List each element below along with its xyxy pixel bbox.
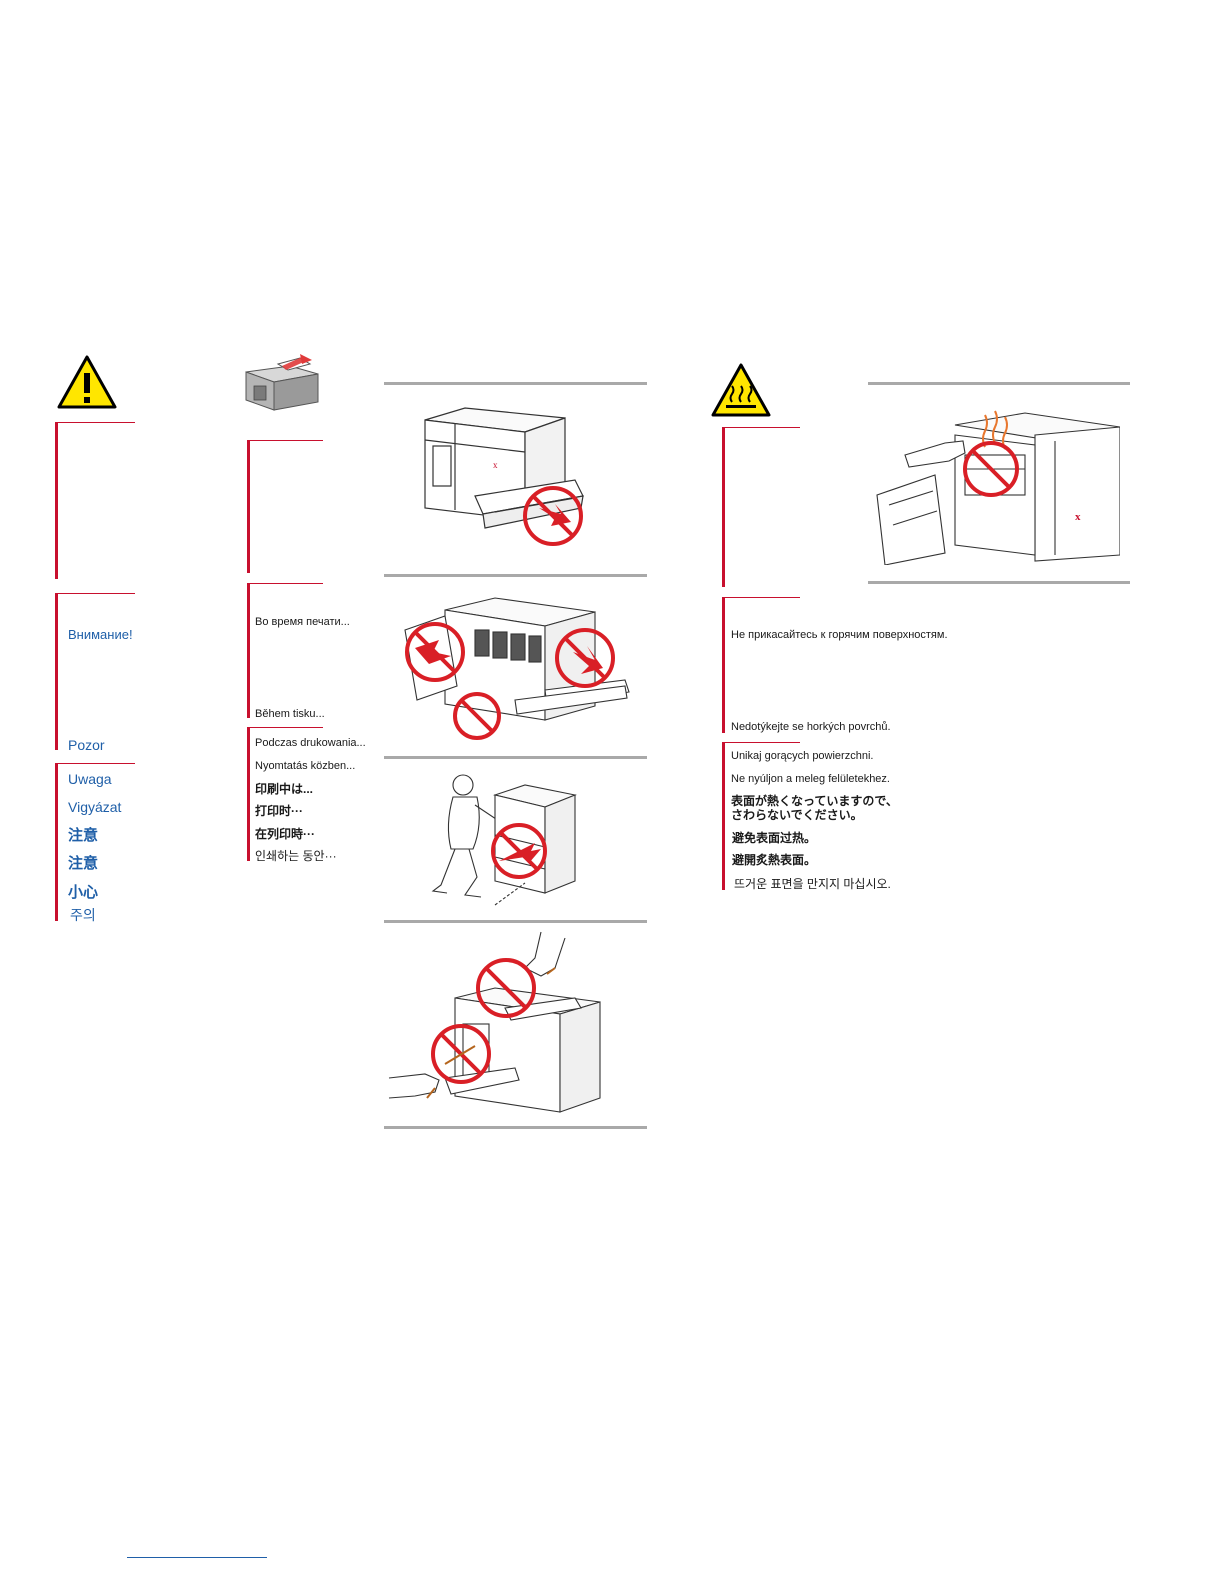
- hot-rule-3-top: [722, 742, 800, 743]
- hot-text-cs: Nedotýkejte se horkých povrchů.: [731, 721, 891, 733]
- hot-rule-2: [722, 597, 725, 733]
- hot-rule-3: [722, 742, 725, 890]
- illus-rule-3: [384, 756, 647, 759]
- caution-rule-2: [55, 593, 58, 750]
- hot-illus-rule-bottom: [868, 581, 1130, 584]
- caution-rule-1: [55, 422, 58, 579]
- illus-rule-5: [384, 1126, 647, 1129]
- caution-rule-3: [55, 763, 58, 921]
- caution-label-zh-cn: 注意: [68, 855, 99, 872]
- caution-rule-1-top: [55, 422, 135, 423]
- no-move-printer-illustration: [425, 765, 595, 915]
- illus-rule-2: [384, 574, 647, 577]
- printing-text-ru: Во время печати...: [255, 616, 350, 628]
- printing-text-ko: 인쇄하는 동안···: [255, 849, 337, 863]
- caution-label-ru: Внимание!: [68, 627, 133, 642]
- hot-rule-1: [722, 427, 725, 587]
- svg-text:x: x: [1075, 511, 1081, 523]
- no-touch-fuser-illustration: x: [875, 405, 1121, 566]
- printing-text-cs: Během tisku...: [255, 708, 325, 720]
- printing-text-hu: Nyomtatás közben...: [255, 760, 356, 772]
- caution-label-ja: 注意: [68, 827, 99, 844]
- hot-rule-2-top: [722, 597, 800, 598]
- footer-link-underline: [127, 1557, 267, 1558]
- hot-text-ja-line1: 表面が熱くなっていますので、: [731, 794, 898, 808]
- no-touch-paper-path-illustration: [385, 928, 605, 1118]
- printing-rule-1-top: [247, 440, 323, 441]
- no-open-covers-illustration: [395, 590, 635, 745]
- hot-text-ru: Не прикасайтесь к горячим поверхностям.: [731, 629, 948, 641]
- hot-text-ko: 뜨거운 표면을 만지지 마십시오.: [734, 877, 891, 891]
- printing-text-zh-tw: 在列印時···: [255, 827, 315, 841]
- no-open-tray-illustration: x: [405, 400, 595, 550]
- printing-rule-2-top: [247, 583, 323, 584]
- illus-rule-1: [384, 382, 647, 385]
- printing-rule-3-top: [247, 727, 323, 728]
- hot-rule-1-top: [722, 427, 800, 428]
- hot-text-zh-cn: 避免表面过热。: [732, 831, 817, 845]
- hot-illus-rule-top: [868, 382, 1130, 385]
- caution-label-pl: Uwaga: [68, 771, 112, 787]
- printing-text-ja: 印刷中は...: [255, 782, 314, 796]
- printing-text-zh-cn: 打印时···: [255, 804, 303, 818]
- hot-text-pl: Unikaj gorących powierzchni.: [731, 750, 874, 762]
- svg-text:x: x: [493, 460, 498, 470]
- caution-rule-3-top: [55, 763, 135, 764]
- caution-label-zh-tw: 小心: [68, 884, 99, 901]
- caution-label-hu: Vigyázat: [68, 799, 122, 815]
- caution-label-cs: Pozor: [68, 737, 105, 753]
- hot-text-ja-line2: さわらないでください。: [731, 808, 863, 822]
- hot-surface-icon: [710, 362, 772, 418]
- printing-rule-1: [247, 440, 250, 573]
- printing-text-pl: Podczas drukowania...: [255, 737, 366, 749]
- hot-text-hu: Ne nyúljon a meleg felületekhez.: [731, 773, 890, 785]
- warning-icon: [56, 354, 118, 410]
- caution-rule-2-top: [55, 593, 135, 594]
- caution-label-ko: 주의: [70, 907, 96, 923]
- printing-rule-3: [247, 727, 250, 861]
- printing-rule-2: [247, 583, 250, 718]
- hot-text-zh-tw: 避開炙熱表面。: [732, 853, 817, 867]
- printer-output-icon: [238, 354, 328, 414]
- illus-rule-4: [384, 920, 647, 923]
